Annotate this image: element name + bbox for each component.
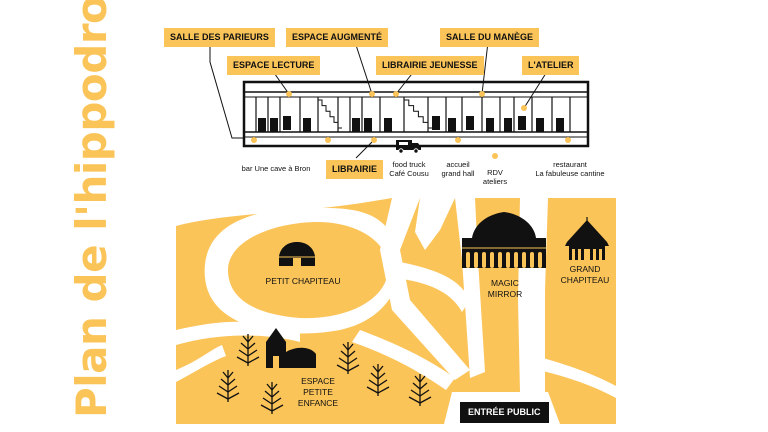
circus-tent-icon [565,217,609,260]
label-salle-du-manege: SALLE DU MANÈGE [440,28,540,47]
label-petit-chapiteau: PETIT CHAPITEAU [266,276,341,287]
tree-icon [260,382,284,414]
note-restaurant-line1: restaurant [553,160,587,169]
building-plan [242,80,590,148]
label-salle-des-parieurs: SALLE DES PARIEURS [164,28,275,47]
tree-icon [336,342,360,374]
petit-chapiteau-text: PETIT CHAPITEAU [265,276,341,286]
grand-chapiteau-line2: CHAPITEAU [560,275,610,285]
label-espace-augmente: ESPACE AUGMENTÉ [286,28,389,47]
building-dots [251,91,571,143]
label-espace-lecture: ESPACE LECTURE [227,56,321,75]
note-accueil-line1: accueil [446,160,470,169]
magic-mirror-line1: MAGIC [491,278,519,288]
note-food-truck: food truck Café Cousu [389,160,429,178]
tree-icon [366,364,390,396]
food-truck-icon [396,140,421,154]
note-food-truck-line1: food truck [392,160,426,169]
magic-mirror-tent-icon [462,212,546,268]
label-magic-mirror: MAGIC MIRROR [488,278,522,300]
tree-icon [236,334,260,366]
petite-enfance-line3: ENFANCE [297,398,339,408]
note-rdv: RDV ateliers [483,168,507,186]
note-food-truck-line2: Café Cousu [389,169,429,178]
petite-enfance-line2: PETITE [303,387,333,397]
note-rdv-line2: ateliers [482,177,508,186]
petite-enfance-line1: ESPACE [301,376,335,386]
note-accueil-line2: grand hall [441,169,475,178]
tree-group [216,334,432,414]
yurt-icon [279,242,315,266]
rdv-dot [492,153,498,159]
note-bar: bar Une cave à Bron [241,164,311,173]
label-grand-chapiteau: GRAND CHAPITEAU [561,264,610,286]
magic-mirror-line2: MIRROR [487,289,523,299]
tree-icon [408,374,432,406]
label-librairie-jeunesse: LIBRAIRIE JEUNESSE [376,56,484,75]
note-restaurant-line2: La fabuleuse cantine [535,169,605,178]
note-rdv-line1: RDV [487,168,503,177]
map-zones [176,198,616,424]
church-icon [266,328,316,368]
label-librairie: LIBRAIRIE [326,160,383,179]
tree-icon [216,370,240,402]
entree-public-label: ENTRÉE PUBLIC [460,402,549,423]
grand-chapiteau-line1: GRAND [569,264,601,274]
note-restaurant: restaurant La fabuleuse cantine [535,160,604,178]
note-accueil: accueil grand hall [442,160,475,178]
label-atelier: L'ATELIER [522,56,580,75]
label-espace-petite-enfance: ESPACE PETITE ENFANCE [298,376,338,409]
